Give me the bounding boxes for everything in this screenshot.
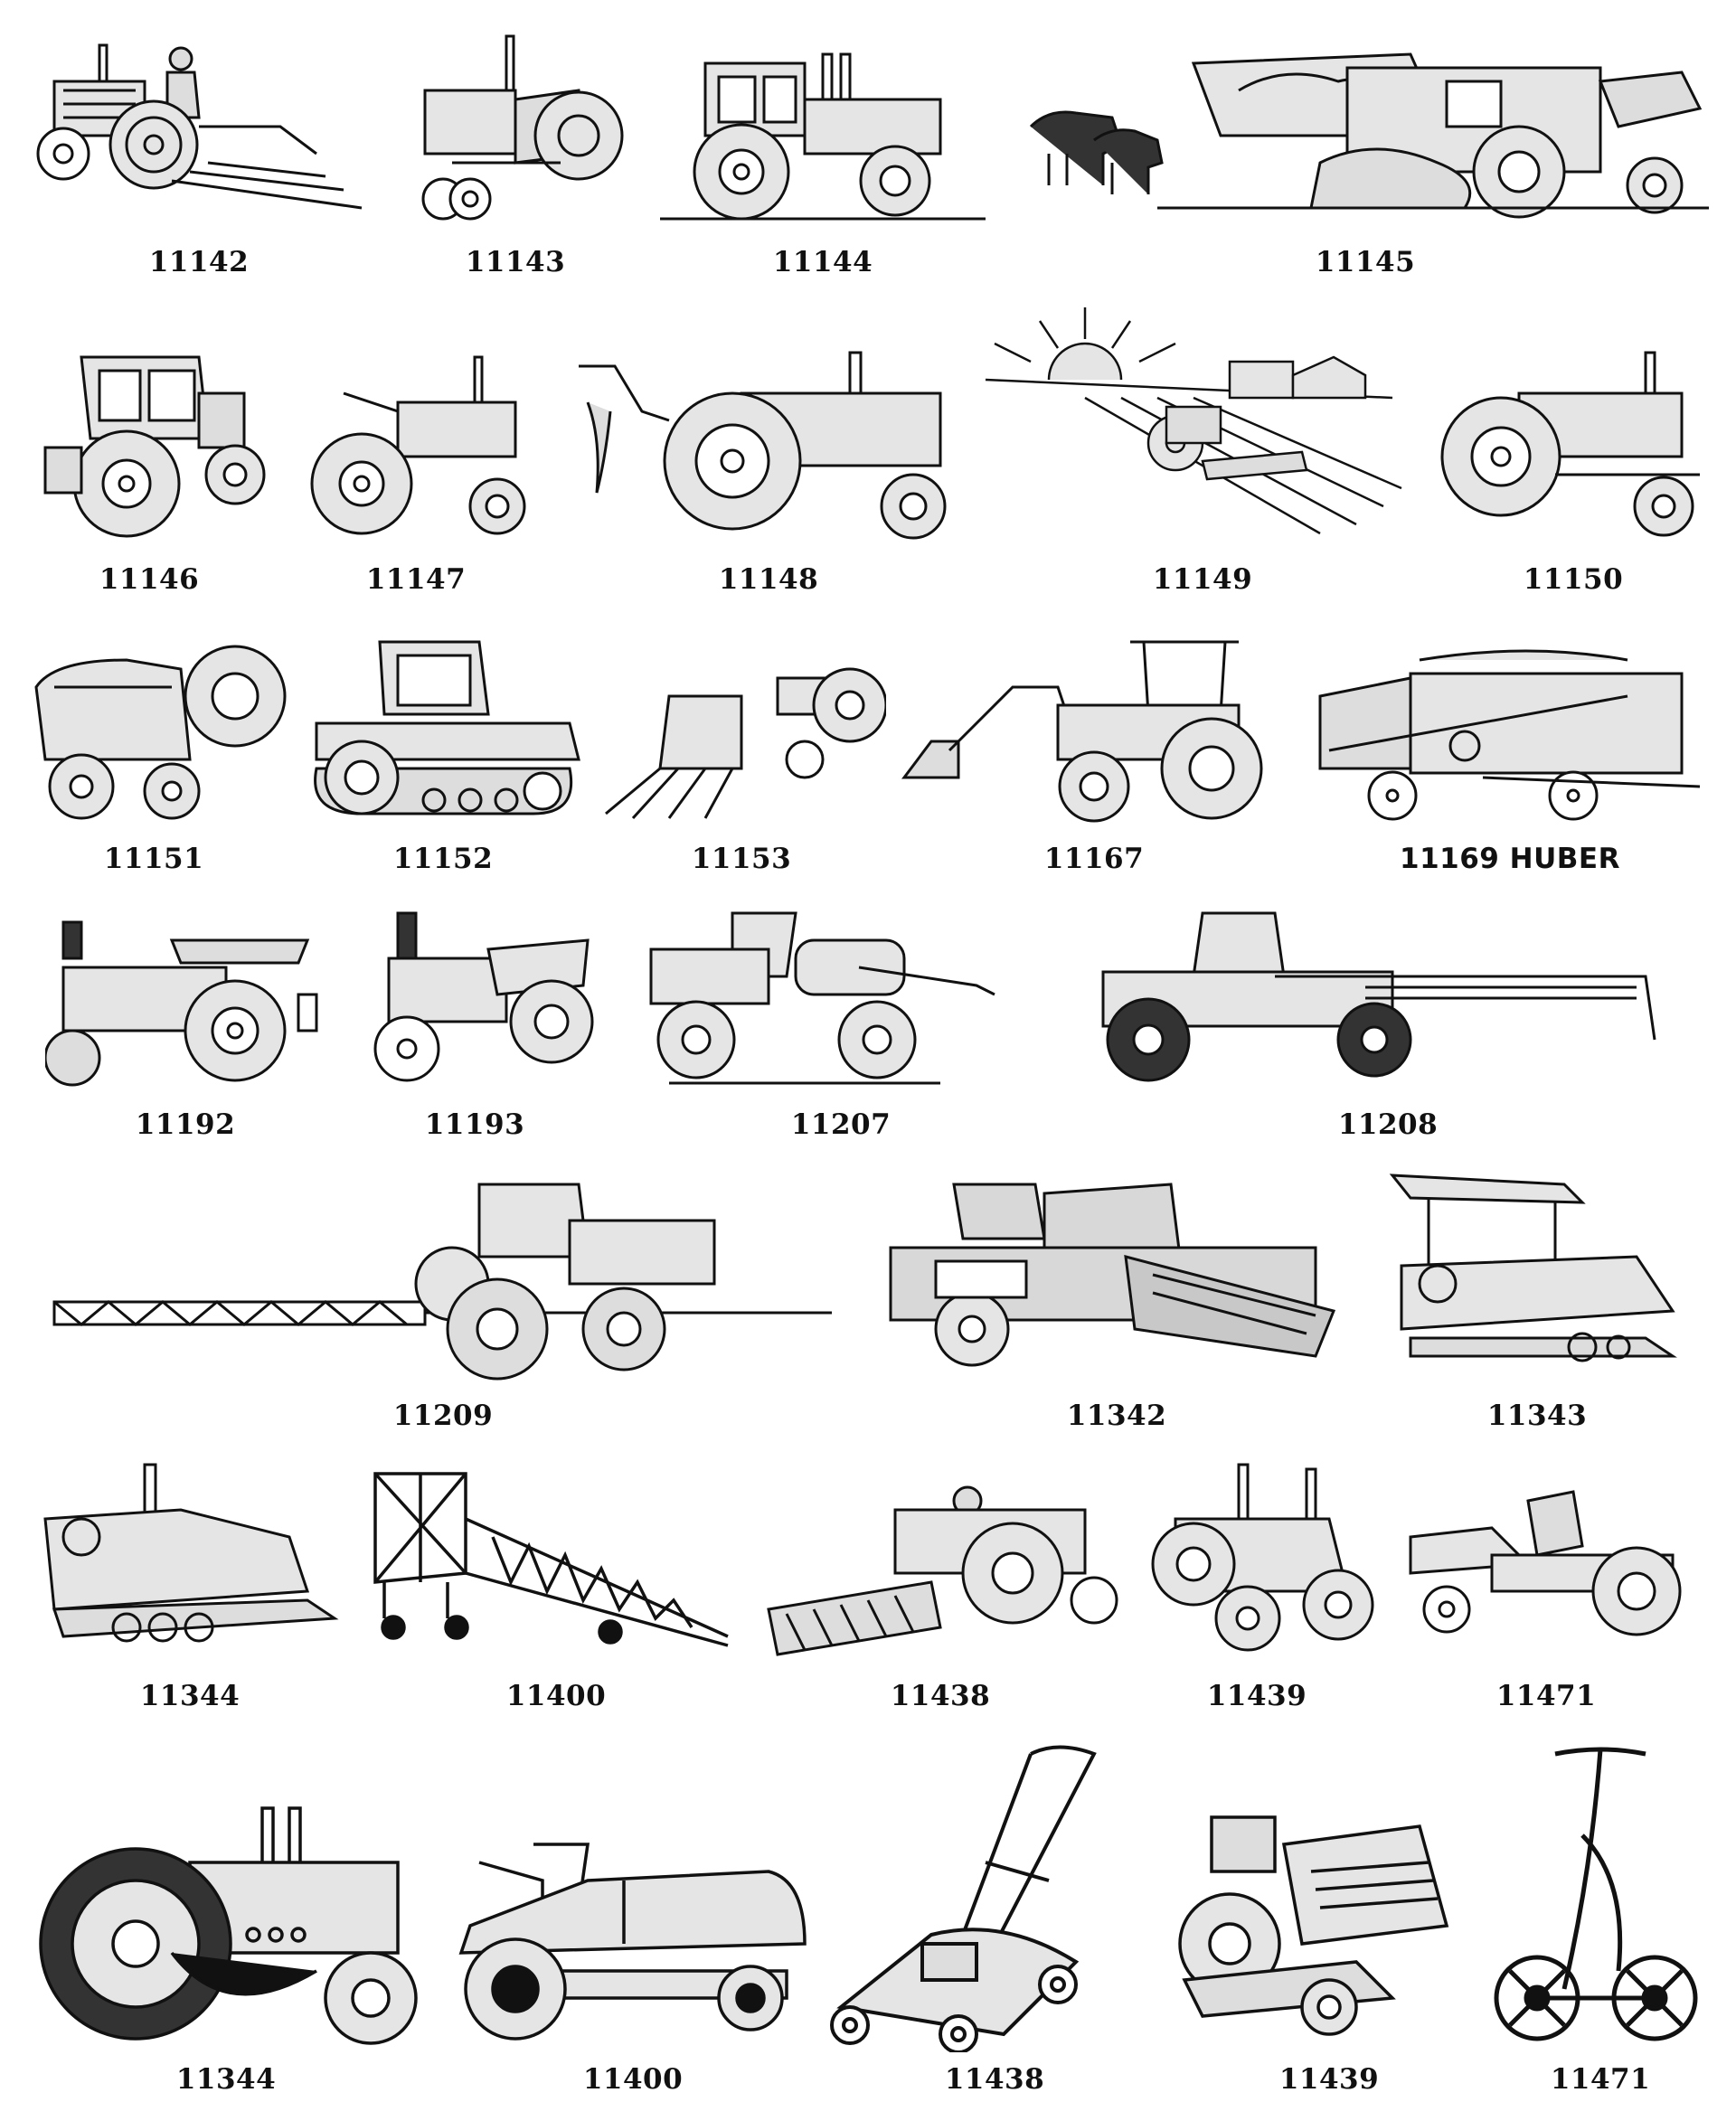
item-number: 11153	[691, 843, 792, 875]
item-number: 11343	[1486, 1400, 1588, 1432]
catalog-item-11439[interactable]: 11439	[1139, 1456, 1374, 1727]
small-utility-tractor-icon	[18, 633, 289, 827]
small-tractor-exhaust-icon	[1139, 1456, 1374, 1664]
catalog-item-11400[interactable]: 11400	[366, 1456, 746, 1727]
track-tractor-icon	[298, 633, 588, 827]
item-number: 11439	[1206, 1680, 1307, 1712]
item-number: 11167	[1043, 843, 1145, 875]
item-number: 11150	[1523, 563, 1624, 596]
large-wheel-tractor-icon	[27, 1790, 425, 2052]
item-number: 11344	[175, 2063, 277, 2096]
catalog-item-11142[interactable]: 11142	[18, 27, 380, 289]
item-number: 11438	[944, 2063, 1045, 2096]
catalog-item-11344-tractor[interactable]: 11344	[27, 1790, 425, 2116]
push-lawn-mower-icon	[823, 1736, 1166, 2052]
item-number: 11145	[1315, 246, 1416, 278]
item-number: 11144	[772, 246, 873, 278]
catalog-item-11342[interactable]: 11342	[882, 1166, 1352, 1456]
item-number: 11439	[1278, 2063, 1380, 2096]
catalog-item-11209[interactable]: 11209	[45, 1166, 841, 1456]
catalog-item-11438[interactable]: 11438	[760, 1456, 1121, 1727]
catalog-item-11150[interactable]: 11150	[1429, 339, 1718, 601]
garden-tractor-icon	[1392, 1456, 1700, 1664]
combine-harvester-icon	[882, 1166, 1352, 1388]
catalog-item-11471[interactable]: 11471	[1392, 1456, 1700, 1727]
center-pivot-irrigation-icon	[366, 1456, 746, 1664]
asphalt-paver-icon	[36, 1456, 344, 1664]
catalog-item-11145[interactable]: 11145	[1013, 27, 1718, 289]
item-number: 11151	[103, 843, 204, 875]
lawn-tractor-icon	[1175, 1790, 1483, 2052]
item-number: 11192	[135, 1108, 236, 1141]
catalog-item-11471-reel-mower[interactable]: 11471	[1492, 1736, 1709, 2116]
item-number: 11471	[1495, 1680, 1597, 1712]
catalog-item-11149[interactable]: 11149	[976, 307, 1429, 601]
item-number: 11207	[790, 1108, 892, 1141]
item-number: 11149	[1152, 563, 1253, 596]
item-number: 11193	[424, 1108, 525, 1141]
sprayer-with-long-boom-icon	[1094, 904, 1682, 1089]
vintage-tractor-icon	[398, 27, 633, 226]
sunrise-field-tractor-icon	[976, 307, 1429, 542]
plow-tractor-driver-icon	[18, 27, 380, 226]
catalog-item-11207[interactable]: 11207	[642, 904, 1040, 1153]
catalog-item-11343[interactable]: 11343	[1374, 1166, 1700, 1456]
catalog-item-11151[interactable]: 11151	[18, 633, 289, 886]
front-loader-tractor-icon	[895, 633, 1293, 827]
tractor-with-buck-rake-icon	[597, 633, 886, 827]
catalog-item-11438-mower[interactable]: 11438	[823, 1736, 1166, 2116]
item-number: 11169 HUBER	[1400, 843, 1620, 875]
huber-thresher-icon	[1302, 633, 1718, 827]
catalog-item-11152[interactable]: 11152	[298, 633, 588, 886]
four-wheel-cab-tractor-icon	[27, 339, 271, 542]
cows-forage-harvester-icon	[1013, 27, 1718, 226]
riding-mower-icon	[443, 1790, 823, 2052]
catalog-item-11193[interactable]: 11193	[353, 904, 597, 1153]
item-number: 11148	[718, 563, 819, 596]
item-number: 11146	[99, 563, 200, 596]
tractor-with-harrow-icon	[760, 1456, 1121, 1664]
item-number: 11400	[505, 1680, 607, 1712]
cab-tractor-icon	[651, 27, 995, 226]
early-gas-tractor-icon	[353, 904, 597, 1089]
catalog-item-11147[interactable]: 11147	[289, 339, 542, 601]
item-number: 11209	[392, 1400, 494, 1432]
catalog-item-11192[interactable]: 11192	[45, 904, 326, 1153]
classic-tractor-icon	[1429, 339, 1718, 542]
catalog-item-11143[interactable]: 11143	[398, 27, 633, 289]
tractor-with-post-hole-digger-icon	[561, 339, 976, 542]
asphalt-paver-canopy-icon	[1374, 1166, 1700, 1388]
catalog-item-11400-mower[interactable]: 11400	[443, 1790, 823, 2116]
catalog-item-11146[interactable]: 11146	[27, 339, 271, 601]
catalog-item-11144[interactable]: 11144	[651, 27, 995, 289]
row-crop-tractor-icon	[289, 339, 542, 542]
steam-traction-engine-icon	[45, 904, 326, 1089]
catalog-item-11344[interactable]: 11344	[36, 1456, 344, 1727]
item-number: 11438	[890, 1680, 991, 1712]
catalog-item-11169-huber[interactable]: 11169 HUBER	[1302, 633, 1718, 886]
item-number: 11400	[582, 2063, 684, 2096]
item-number: 11147	[365, 563, 467, 596]
tractor-with-truss-boom-icon	[45, 1166, 841, 1388]
catalog-item-11167[interactable]: 11167	[895, 633, 1293, 886]
item-number: 11471	[1550, 2063, 1651, 2096]
item-number: 11143	[465, 246, 566, 278]
catalog-item-11153[interactable]: 11153	[597, 633, 886, 886]
item-number: 11208	[1337, 1108, 1439, 1141]
catalog-item-11439-lawn-tractor[interactable]: 11439	[1175, 1790, 1483, 2116]
item-number: 11344	[139, 1680, 241, 1712]
item-number: 11142	[148, 246, 250, 278]
reel-push-mower-icon	[1492, 1736, 1709, 2052]
item-number: 11342	[1066, 1400, 1167, 1432]
item-number: 11152	[392, 843, 494, 875]
catalog-item-11208[interactable]: 11208	[1094, 904, 1682, 1153]
catalog-item-11148[interactable]: 11148	[561, 339, 976, 601]
self-propelled-sprayer-icon	[642, 904, 1040, 1089]
